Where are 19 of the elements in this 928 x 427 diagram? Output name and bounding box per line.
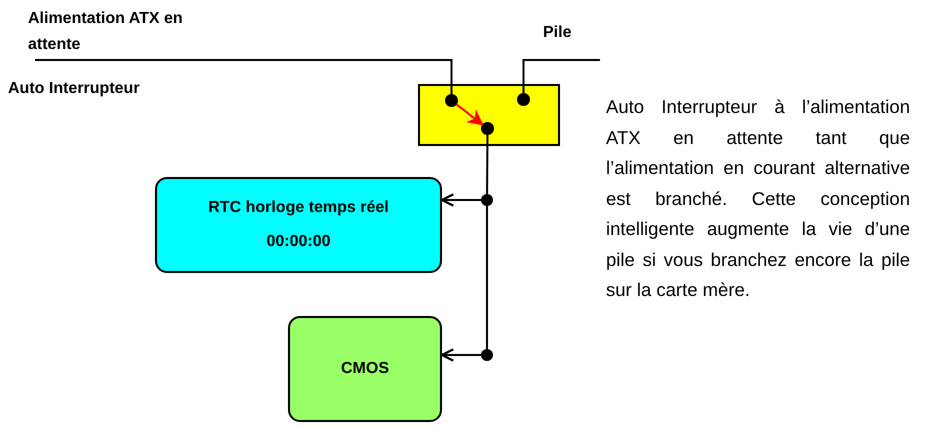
contact-dot: [517, 93, 530, 106]
contact-dot: [445, 94, 458, 107]
arrow: [440, 348, 481, 362]
connector-line: [486, 206, 488, 349]
rtc-box: RTC horloge temps réel 00:00:00: [155, 177, 442, 273]
arrow: [456, 104, 484, 126]
arrow: [440, 193, 481, 207]
junction-dot: [481, 194, 493, 206]
connector-line: [35, 59, 452, 94]
description-paragraph: Auto Interrupteur à l’alimentation ATX en attente tant que l’alimentation en courant alternative est branché. Cette conception intelligente augmente la vie d’une pile si vous branchez encore la pile sur la carte mère.: [606, 95, 910, 302]
supply-label: Alimentation ATX en attente: [28, 6, 188, 58]
connector-line: [486, 135, 488, 194]
connector-line: [522, 59, 600, 93]
switch-box: [418, 84, 560, 146]
contact-dot: [481, 122, 494, 135]
battery-label: Pile: [543, 24, 583, 46]
junction-dot: [481, 349, 493, 361]
cmos-box: CMOS: [288, 316, 442, 422]
switch-label: Auto Interrupteur: [8, 80, 141, 98]
